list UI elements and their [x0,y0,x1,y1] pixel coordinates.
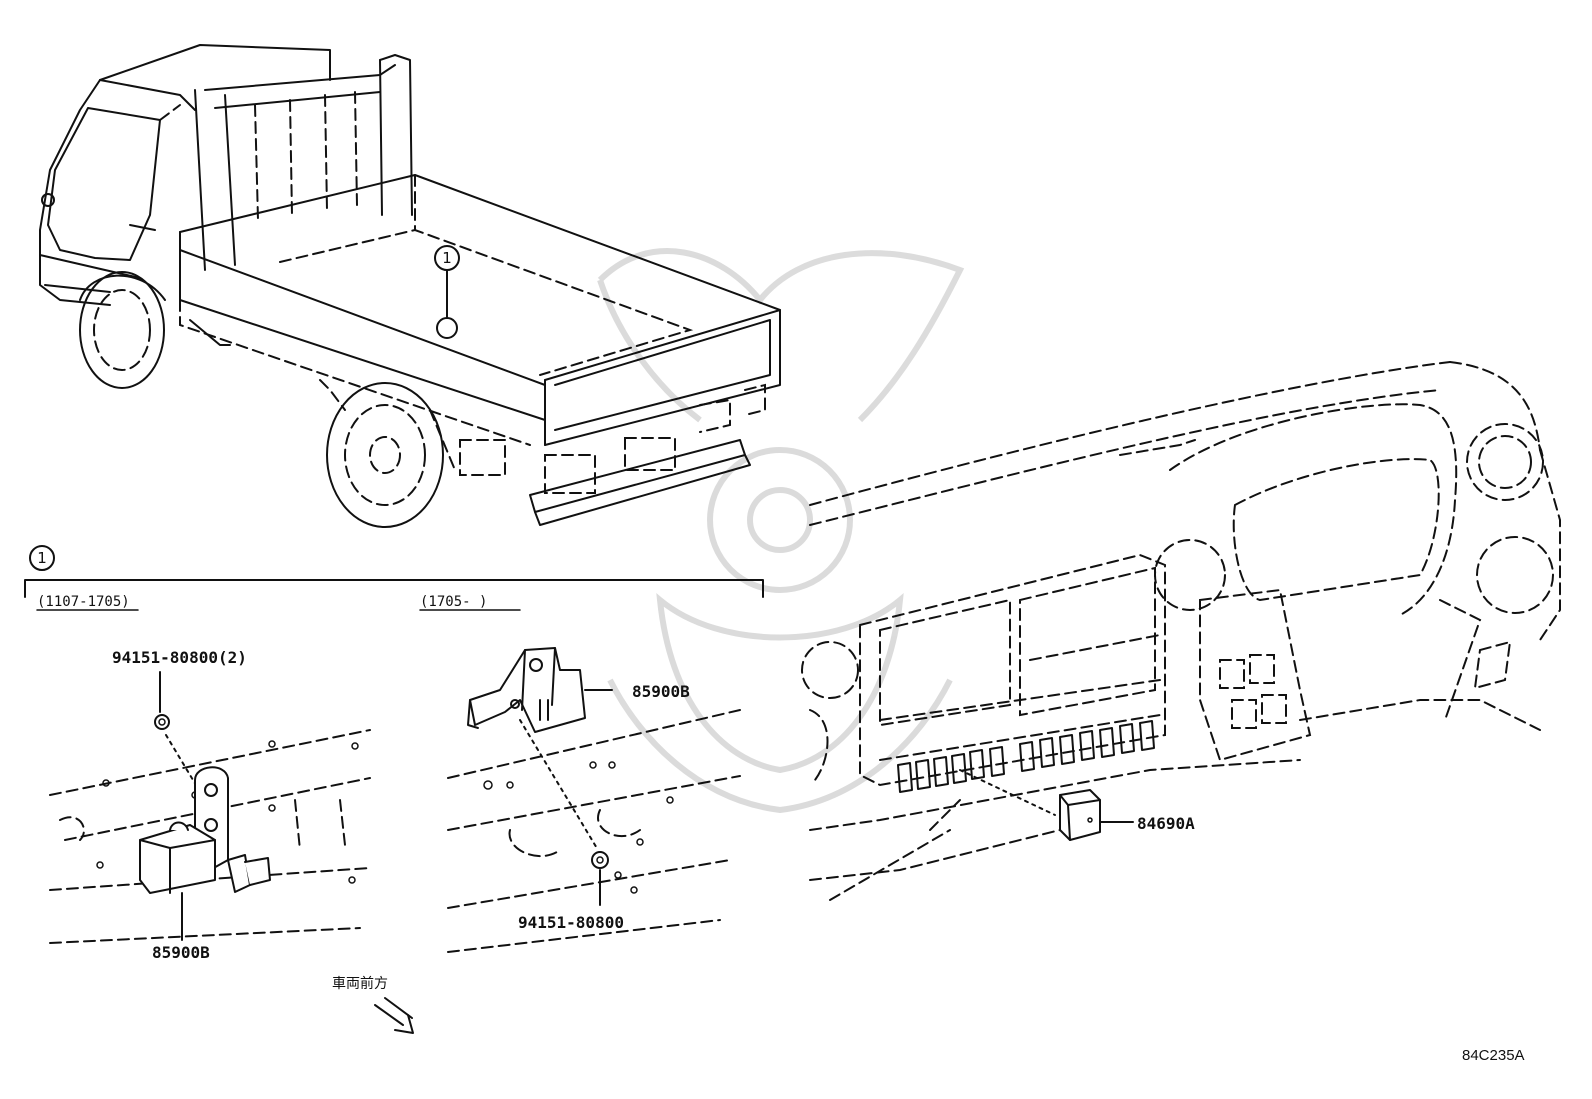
part-number-sensor-left[interactable]: 85900B [152,943,210,962]
section-number: 1 [37,549,47,567]
truck-illustration: 1 [39,44,781,528]
direction-arrow-icon [374,1004,404,1026]
part-number-sensor-right[interactable]: 85900B [632,682,690,701]
vehicle-front-indicator: 車両前方 [332,975,414,1034]
direction-label: 車両前方 [332,975,388,992]
part-number-nut-right[interactable]: 94151-80800 [518,913,624,932]
callout-number: 1 [442,249,452,267]
range-label-early: (1107-1705) [37,594,130,610]
part-number-switch[interactable]: 84690A [1137,814,1195,833]
dashboard-illustration: 84690A [801,361,1561,901]
range-label-late: (1705- ) [420,594,487,610]
diagram-code: 84C235A [1462,1047,1525,1064]
callout-circle [434,245,460,271]
left-sensor-assembly: 94151-80800(2) 85900B [49,648,371,962]
right-sensor-assembly: 85900B 94151-80800 [447,647,741,953]
part-number-nut-left[interactable]: 94151-80800(2) [112,648,247,667]
callout-marker [436,317,458,339]
section-bracket: 1 (1107-1705) (1705- ) [24,545,764,611]
